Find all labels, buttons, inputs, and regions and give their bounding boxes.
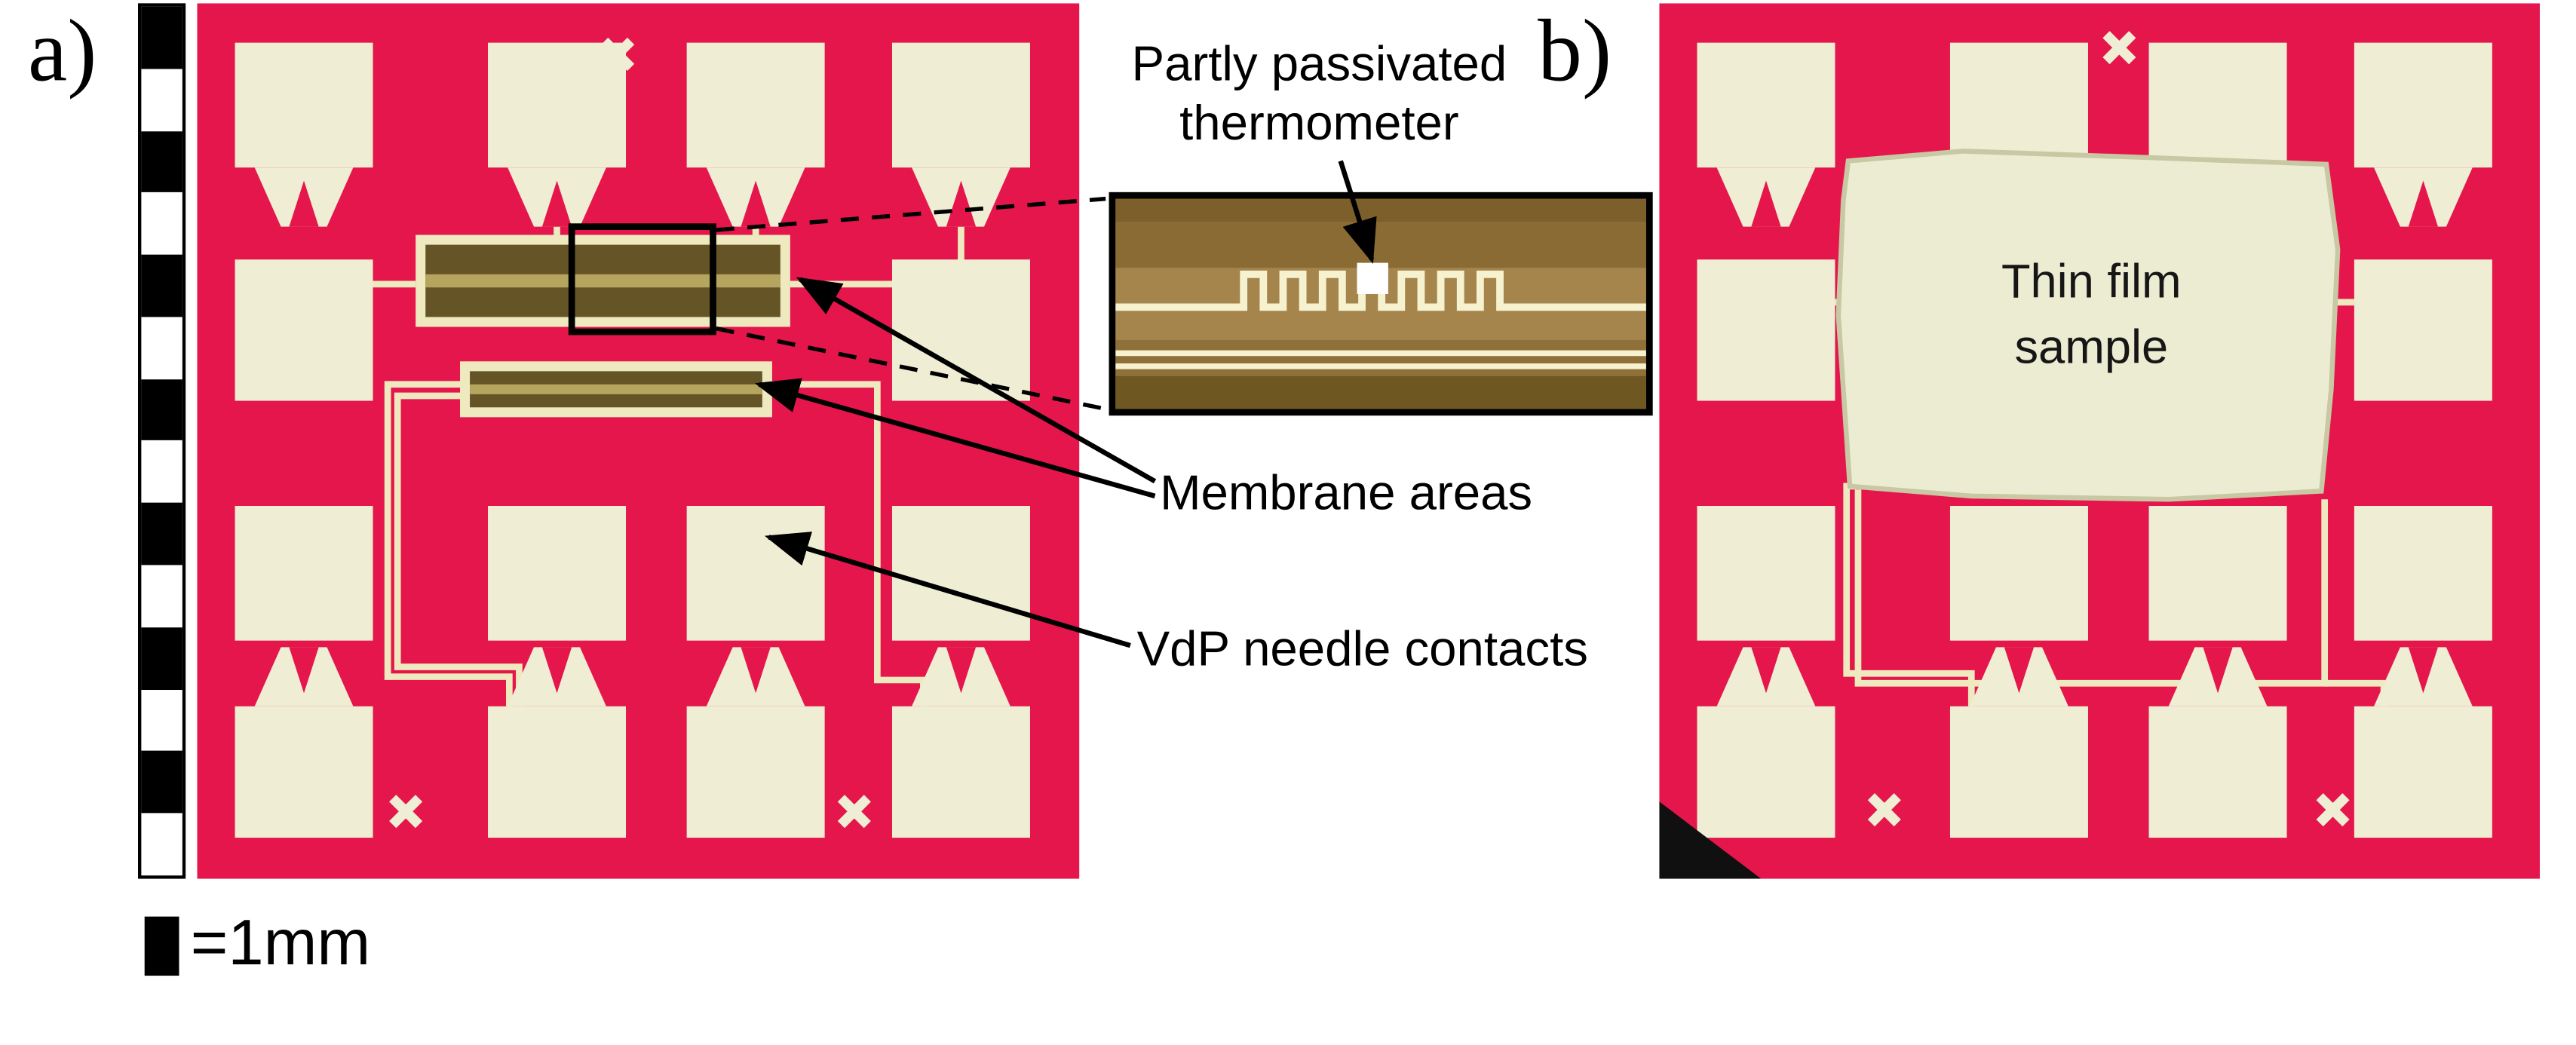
scale-segment xyxy=(141,503,182,565)
thermometer-label: Partly passivated thermometer xyxy=(1055,36,1584,155)
scale-segment xyxy=(141,254,182,317)
chip-b-photo xyxy=(1659,3,2541,879)
chip-a-photo xyxy=(197,3,1080,879)
thermometer-inset-image xyxy=(1115,198,1646,409)
thermometer-label-line1: Partly passivated xyxy=(1131,38,1507,92)
thermometer-inset xyxy=(1109,192,1653,416)
thermometer-label-line2: thermometer xyxy=(1179,97,1459,152)
fiducial-crosses-a xyxy=(389,37,871,829)
sample-label-line1: Thin film xyxy=(2001,256,2182,309)
membrane-area-1 xyxy=(416,234,790,327)
membrane-edge-lines xyxy=(1115,350,1646,369)
scale-segment xyxy=(141,69,182,130)
scale-segment xyxy=(141,378,182,441)
scale-segment xyxy=(141,441,182,503)
chip-a-pads xyxy=(235,42,1030,838)
panel-b-label: b) xyxy=(1538,2,1612,100)
scale-segment xyxy=(141,317,182,378)
thin-film-sample-region xyxy=(1835,149,2341,502)
thermometer-window xyxy=(1357,262,1388,294)
legend-swatch xyxy=(144,916,179,976)
membrane-areas-label: Membrane areas xyxy=(1160,466,1533,521)
scale-segment xyxy=(141,627,182,690)
scale-segment xyxy=(141,565,182,627)
scale-segment xyxy=(141,193,182,255)
scale-segment xyxy=(141,6,182,69)
scale-segment xyxy=(141,130,182,193)
membrane-area-2 xyxy=(459,361,772,418)
sample-label-line2: sample xyxy=(2014,321,2169,375)
scale-segment xyxy=(141,751,182,814)
scale-legend-text: =1mm xyxy=(190,908,371,979)
panel-a-label: a) xyxy=(28,2,97,100)
scale-bar xyxy=(137,3,186,879)
thin-film-sample-label: Thin film sample xyxy=(1876,250,2307,381)
scale-segment xyxy=(141,689,182,751)
fiducial-crosses-b xyxy=(1867,31,2350,827)
scale-segment xyxy=(141,814,182,875)
vdp-contacts-label: VdP needle contacts xyxy=(1136,622,1588,677)
zoom-region-outline xyxy=(568,223,716,336)
